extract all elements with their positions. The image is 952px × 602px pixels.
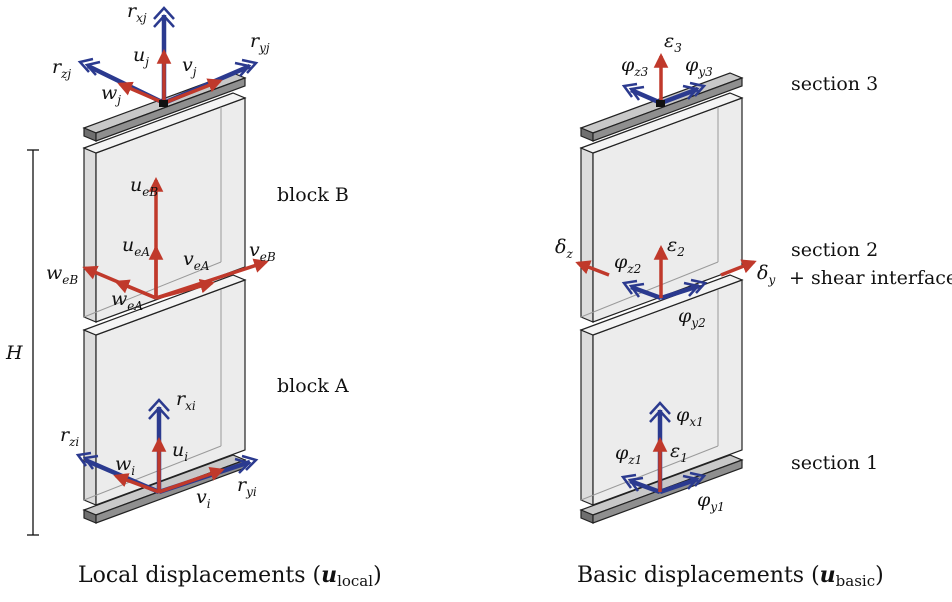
label-v-i: vi	[196, 486, 211, 511]
label-u-ea: ueA	[122, 234, 150, 259]
label-phi-z1: φz1	[615, 442, 642, 467]
label-w-j: wj	[101, 82, 121, 107]
label-r-zi: rzi	[60, 424, 79, 449]
left-figure: H	[5, 0, 382, 590]
right-upper-block	[579, 92, 744, 323]
label-w-ea: weA	[111, 288, 143, 313]
section3-arrows	[621, 53, 707, 107]
label-delta-z: δz	[555, 236, 573, 261]
section2-label: section 2	[791, 239, 878, 261]
block-b-label: block B	[277, 184, 349, 206]
label-phi-y2: φy2	[678, 305, 706, 330]
right-figure: ε3 φz3 φy3 ε2 φz2 φy2 δz δy ε1 φz1 φx1 φ…	[555, 30, 952, 590]
label-u-j: uj	[133, 44, 149, 69]
height-label: H	[5, 342, 23, 364]
label-phi-y1: φy1	[697, 489, 725, 514]
label-eps3: ε3	[664, 30, 682, 55]
block-a-label: block A	[277, 375, 349, 397]
label-u-eb: ueB	[130, 174, 158, 199]
right-lower-block	[579, 274, 744, 506]
label-v-ea: veA	[183, 248, 210, 273]
label-r-xj: rxj	[127, 0, 147, 25]
label-w-i: wi	[115, 453, 135, 478]
label-v-j: vj	[182, 54, 197, 79]
label-delta-y: δy	[757, 262, 775, 287]
label-phi-y3: φy3	[685, 54, 713, 79]
section2-arrows	[575, 245, 757, 301]
section1-arrows	[620, 401, 707, 495]
interface-node-arrows	[82, 177, 269, 300]
height-dimension	[27, 149, 39, 536]
label-phi-x1: φx1	[676, 404, 704, 429]
left-caption: Local displacements (ulocal)	[78, 562, 382, 590]
top-node-arrows	[77, 6, 259, 107]
label-r-zj: rzj	[52, 56, 71, 81]
label-phi-z3: φz3	[621, 54, 649, 79]
section1-label: section 1	[791, 452, 878, 474]
label-v-eb: veB	[249, 239, 276, 264]
label-eps2: ε2	[667, 234, 685, 259]
right-caption: Basic displacements (ubasic)	[577, 562, 884, 590]
label-r-xi: rxi	[176, 388, 196, 413]
label-u-i: ui	[172, 439, 188, 464]
label-eps1: ε1	[670, 440, 688, 465]
section3-label: section 3	[791, 73, 878, 95]
bottom-node-arrows	[75, 398, 259, 495]
label-r-yi: ryi	[237, 474, 257, 499]
label-phi-z2: φz2	[614, 251, 641, 276]
label-r-yj: ryj	[250, 30, 270, 55]
shear-interface-label: + shear interface	[789, 267, 952, 289]
label-w-eb: weB	[46, 262, 78, 287]
